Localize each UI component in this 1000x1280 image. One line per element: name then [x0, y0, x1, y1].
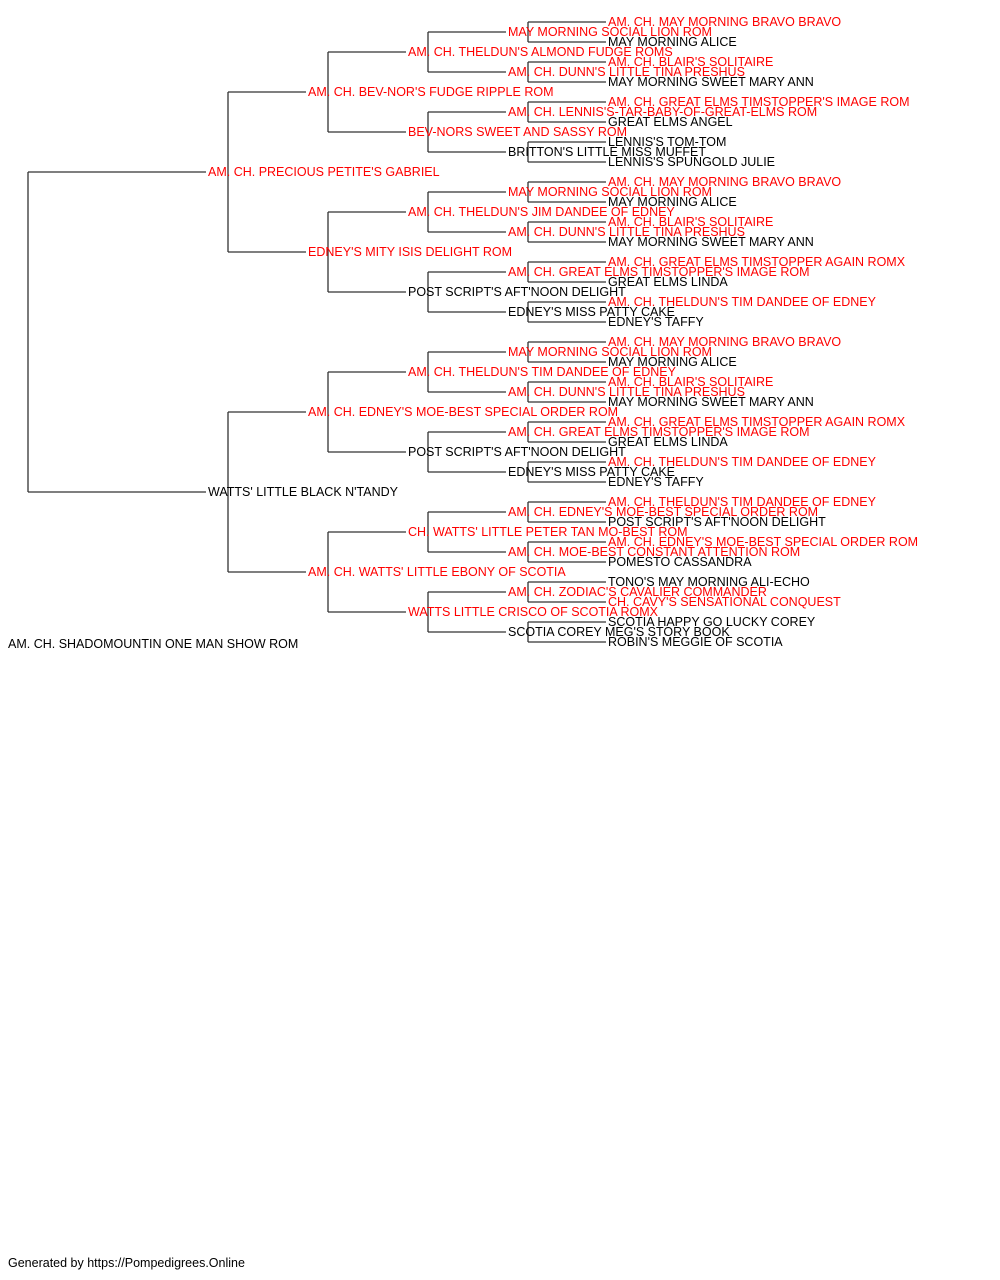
- generated-by-footer: Generated by https://Pompedigrees.Online: [8, 1256, 245, 1270]
- ancestor-name: AM. CH. GREAT ELMS TIMSTOPPER AGAIN ROMX: [608, 255, 906, 269]
- ancestor-name: AM. CH. MOE-BEST CONSTANT ATTENTION ROM: [508, 545, 800, 559]
- ancestor-name: SCOTIA COREY MEG'S STORY BOOK: [508, 625, 730, 639]
- ancestor-name: EDNEY'S TAFFY: [608, 315, 704, 329]
- ancestor-name: AM. CH. THELDUN'S JIM DANDEE OF EDNEY: [408, 205, 675, 219]
- ancestor-name: AM. CH. THELDUN'S TIM DANDEE OF EDNEY: [608, 455, 877, 469]
- ancestor-name: AM. CH. BLAIR'S SOLITAIRE: [608, 375, 773, 389]
- ancestor-name: BEV-NORS SWEET AND SASSY ROM: [408, 125, 627, 139]
- ancestor-name: CH. WATTS' LITTLE PETER TAN MO-BEST ROM: [408, 525, 688, 539]
- ancestor-name: AM. CH. MAY MORNING BRAVO BRAVO: [608, 15, 841, 29]
- ancestor-name: MAY MORNING SOCIAL LION ROM: [508, 25, 712, 39]
- ancestor-labels: AM. CH. SHADOMOUNTIN ONE MAN SHOW ROM AM…: [8, 15, 918, 651]
- ancestor-name: MAY MORNING SOCIAL LION ROM: [508, 345, 712, 359]
- ancestor-name: WATTS LITTLE CRISCO OF SCOTIA ROMX: [408, 605, 659, 619]
- ancestor-name: MAY MORNING ALICE: [608, 195, 737, 209]
- ancestor-name: WATTS' LITTLE BLACK N'TANDY: [208, 485, 399, 499]
- ancestor-name: GREAT ELMS ANGEL: [608, 115, 733, 129]
- ancestor-name: AM. CH. THELDUN'S TIM DANDEE OF EDNEY: [408, 365, 677, 379]
- ancestor-name: AM. CH. GREAT ELMS TIMSTOPPER'S IMAGE RO…: [508, 265, 810, 279]
- ancestor-name: MAY MORNING SWEET MARY ANN: [608, 235, 814, 249]
- ancestor-name: AM. CH. DUNN'S LITTLE TINA PRESHUS: [508, 65, 745, 79]
- ancestor-name: LENNIS'S SPUNGOLD JULIE: [608, 155, 775, 169]
- ancestor-name: AM. CH. GREAT ELMS TIMSTOPPER'S IMAGE RO…: [608, 95, 910, 109]
- ancestor-name: CH. CAVY'S SENSATIONAL CONQUEST: [608, 595, 841, 609]
- ancestor-name: MAY MORNING SOCIAL LION ROM: [508, 185, 712, 199]
- ancestor-name: AM. CH. THELDUN'S TIM DANDEE OF EDNEY: [608, 495, 877, 509]
- ancestor-name: EDNEY'S TAFFY: [608, 475, 704, 489]
- ancestor-name: AM. CH. BLAIR'S SOLITAIRE: [608, 215, 773, 229]
- ancestor-name: MAY MORNING SWEET MARY ANN: [608, 75, 814, 89]
- ancestor-name: AM. CH. MAY MORNING BRAVO BRAVO: [608, 175, 841, 189]
- ancestor-name: POST SCRIPT'S AFT'NOON DELIGHT: [408, 445, 626, 459]
- ancestor-name: GREAT ELMS LINDA: [608, 275, 728, 289]
- ancestor-name: AM. CH. ZODIAC'S CAVALIER COMMANDER: [508, 585, 767, 599]
- ancestor-name: AM. CH. GREAT ELMS TIMSTOPPER'S IMAGE RO…: [508, 425, 810, 439]
- ancestor-name: AM. CH. EDNEY'S MOE-BEST SPECIAL ORDER R…: [508, 505, 818, 519]
- ancestor-name: SCOTIA HAPPY GO LUCKY COREY: [608, 615, 816, 629]
- ancestor-name: AM. CH. PRECIOUS PETITE'S GABRIEL: [208, 165, 440, 179]
- ancestor-name: AM. CH. DUNN'S LITTLE TINA PRESHUS: [508, 385, 745, 399]
- ancestor-name: AM. CH. WATTS' LITTLE EBONY OF SCOTIA: [308, 565, 566, 579]
- ancestor-name: MAY MORNING ALICE: [608, 35, 737, 49]
- ancestor-name: AM. CH. EDNEY'S MOE-BEST SPECIAL ORDER R…: [308, 405, 618, 419]
- ancestor-name: EDNEY'S MISS PATTY CAKE: [508, 305, 675, 319]
- ancestor-name: BRITTON'S LITTLE MISS MUFFET: [508, 145, 706, 159]
- ancestor-name: AM. CH. MAY MORNING BRAVO BRAVO: [608, 335, 841, 349]
- root-dog-name: AM. CH. SHADOMOUNTIN ONE MAN SHOW ROM: [8, 637, 298, 651]
- ancestor-name: EDNEY'S MISS PATTY CAKE: [508, 465, 675, 479]
- ancestor-name: AM. CH. GREAT ELMS TIMSTOPPER AGAIN ROMX: [608, 415, 906, 429]
- ancestor-name: AM. CH. THELDUN'S ALMOND FUDGE ROMS: [408, 45, 673, 59]
- ancestor-name: ROBIN'S MEGGIE OF SCOTIA: [608, 635, 783, 649]
- ancestor-name: AM. CH. THELDUN'S TIM DANDEE OF EDNEY: [608, 295, 877, 309]
- ancestor-name: MAY MORNING SWEET MARY ANN: [608, 395, 814, 409]
- ancestor-name: GREAT ELMS LINDA: [608, 435, 728, 449]
- ancestor-name: TONO'S MAY MORNING ALI-ECHO: [608, 575, 810, 589]
- ancestor-name: AM. CH. EDNEY'S MOE-BEST SPECIAL ORDER R…: [608, 535, 918, 549]
- ancestor-name: EDNEY'S MITY ISIS DELIGHT ROM: [308, 245, 512, 259]
- ancestor-name: AM. CH. LENNIS'S-TAR-BABY-OF-GREAT-ELMS …: [508, 105, 817, 119]
- ancestor-name: POMESTO CASSANDRA: [608, 555, 752, 569]
- ancestor-name: AM. CH. DUNN'S LITTLE TINA PRESHUS: [508, 225, 745, 239]
- ancestor-name: AM. CH. BLAIR'S SOLITAIRE: [608, 55, 773, 69]
- ancestor-name: AM. CH. BEV-NOR'S FUDGE RIPPLE ROM: [308, 85, 553, 99]
- connector-lines: [27, 21, 606, 643]
- ancestor-name: LENNIS'S TOM-TOM: [608, 135, 726, 149]
- ancestor-name: POST SCRIPT'S AFT'NOON DELIGHT: [608, 515, 826, 529]
- ancestor-name: MAY MORNING ALICE: [608, 355, 737, 369]
- ancestor-name: POST SCRIPT'S AFT'NOON DELIGHT: [408, 285, 626, 299]
